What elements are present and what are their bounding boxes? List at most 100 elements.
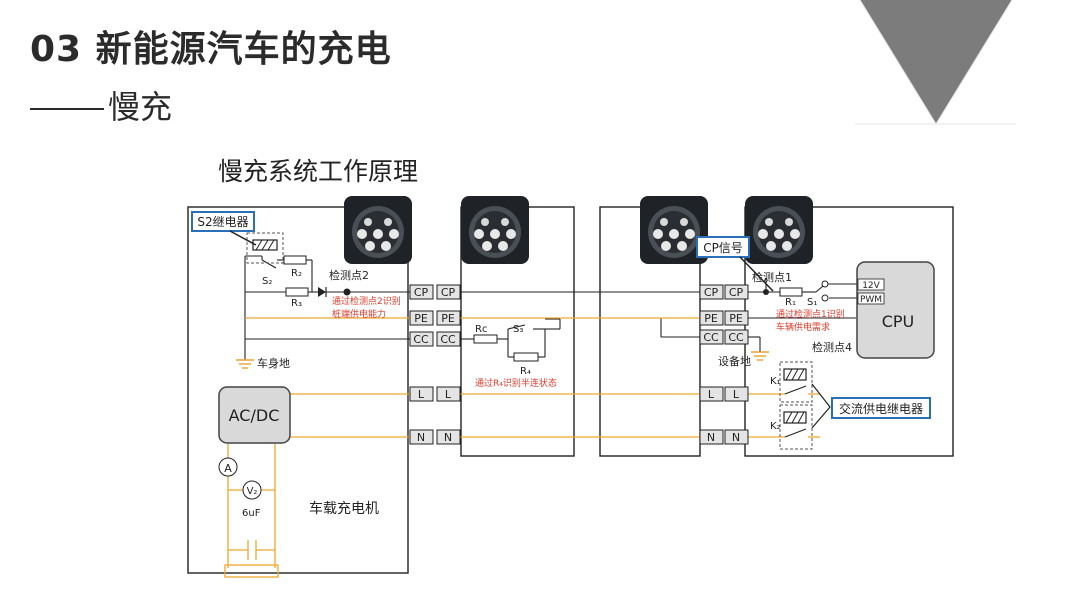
pin-label-cc: CC [413,333,429,346]
switch-s1 [815,280,829,302]
resistor-r1 [779,287,803,297]
equipment-ground-label: 设备地 [718,354,751,368]
pwm-box [857,292,885,305]
diagram-title: 慢充系统工作原理 [218,157,419,186]
check-point-1-node [763,289,769,295]
subtitle-dash [30,108,104,110]
pin-label-l: L [445,388,452,401]
s1-label: S₁ [807,297,817,308]
pin-box [724,429,749,445]
s3-label: S₃ [513,324,523,335]
pin-box [724,310,749,326]
pin-label-cp: CP [441,286,456,299]
pin-label-cc: CC [440,333,456,346]
vehicle-plug-icon [461,196,529,264]
cap-label: 6uF [242,508,261,519]
cp-signal-callout [696,236,750,258]
pin-box [724,284,749,300]
pin-label-cp: CP [729,286,744,299]
voltmeter-icon [242,480,262,500]
ammeter-icon [218,457,238,477]
s2-label: S₂ [262,276,272,287]
pin-box [436,429,461,445]
ac-relay-label: 交流供电继电器 [839,401,923,416]
corner-triangle-decoration [855,0,1016,125]
pin-label-n: N [444,431,452,444]
station-plug-icon [745,196,813,264]
pin-label-pe: PE [414,312,428,325]
pin-label-l: L [733,388,740,401]
acdc-block [218,386,291,444]
check-point-1-label: 检测点1 [752,270,792,284]
pin-label-pe: PE [441,312,455,325]
pin-box [724,386,749,402]
cp-signal-label: CP信号 [703,241,743,255]
pin-label-l: L [418,388,425,401]
pin-box [409,429,434,445]
resistor-r3 [285,287,309,297]
pin-label-cp: CP [704,286,719,299]
cpu-block [856,261,935,359]
check-point-2-node [343,288,351,296]
relay-brace [811,383,831,429]
ac-relay-callout [831,397,931,419]
pwm-label: PWM [860,295,882,305]
r2-label: R₂ [291,268,302,279]
page-subtitle: 慢充 [30,82,172,128]
v12-box [857,278,885,291]
note-check2-line1: 通过检测点2识别 [332,295,401,307]
pin-label-n: N [707,431,715,444]
pin-label-pe: PE [729,312,743,325]
diode-icon [318,287,327,297]
note-check1-line1: 通过检测点1识别 [776,308,845,320]
corner-triangle [860,0,1012,124]
subtitle-text: 慢充 [108,88,173,126]
acdc-label: AC/DC [229,406,280,425]
cpu-label: CPU [882,312,915,331]
resistor-r4 [513,352,539,362]
pin-box [436,284,461,300]
pin-box [699,386,724,402]
battery-terminal [224,564,279,578]
rc-label: Rc [475,324,487,335]
s2-relay-label: S2继电器 [197,215,248,229]
pin-box [436,386,461,402]
pin-label-pe: PE [704,312,718,325]
relay-k2 [779,404,813,450]
s2-relay-coil [246,232,284,264]
pin-box [699,329,724,345]
k1-label: K₁ [770,376,781,387]
pin-box [436,310,461,326]
body-ground-label: 车身地 [257,356,290,370]
pin-label-n: N [417,431,425,444]
pin-box [409,386,434,402]
onboard-charger-box [187,206,409,574]
check-point-2-label: 检测点2 [329,268,369,282]
check-point-4-label: 检测点4 [812,340,852,354]
pin-label-cp: CP [414,286,429,299]
pin-label-cc: CC [728,331,744,344]
resistor-rc [473,334,498,344]
pin-label-n: N [732,431,740,444]
pin-box [699,310,724,326]
pin-box [409,331,434,347]
pin-box [699,429,724,445]
vehicle-inlet-icon [344,196,412,264]
note-r4: 通过R₄识别半连状态 [475,377,557,389]
resistor-r2 [283,255,307,265]
r4-label: R₄ [520,366,531,377]
s2-relay-callout [191,211,255,232]
relay-k1 [779,361,813,403]
k2-label: K₂ [770,421,781,432]
pin-label-l: L [708,388,715,401]
ammeter-label: A [224,462,232,475]
pin-box [724,329,749,345]
pin-box [409,284,434,300]
page-title: 03 新能源汽车的充电 [30,29,392,70]
note-check1-line2: 车辆供电需求 [776,321,830,333]
pin-box [436,331,461,347]
r3-label: R₃ [291,298,302,309]
r1-label: R₁ [785,297,796,308]
note-check2-line2: 桩端供电能力 [332,308,386,320]
